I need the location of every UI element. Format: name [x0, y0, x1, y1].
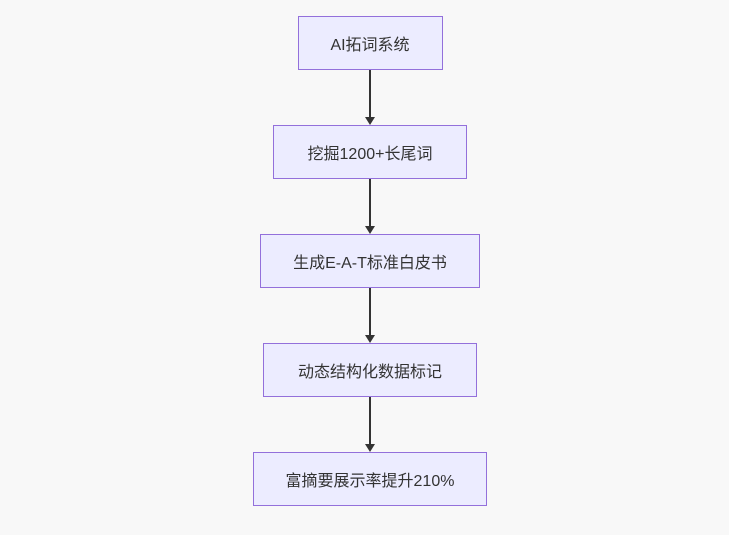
flow-node-eat-whitepaper: 生成E-A-T标准白皮书: [260, 234, 480, 288]
flow-node-structured-data: 动态结构化数据标记: [263, 343, 477, 397]
flow-node-label: 生成E-A-T标准白皮书: [293, 255, 447, 272]
arrow-line: [369, 179, 371, 226]
flow-node-label: 富摘要展示率提升210%: [285, 473, 455, 490]
flow-node-label: 动态结构化数据标记: [297, 364, 442, 381]
flow-arrow: [365, 288, 375, 343]
flow-arrow: [365, 70, 375, 125]
flow-node-ai-word-system: AI拓词系统: [297, 16, 443, 70]
flow-node-rich-snippet-rate: 富摘要展示率提升210%: [253, 452, 487, 506]
flow-node-label: 挖掘1200+长尾词: [307, 146, 433, 163]
arrow-line: [369, 288, 371, 335]
arrow-head-icon: [365, 444, 375, 452]
arrow-line: [369, 397, 371, 444]
arrow-head-icon: [365, 226, 375, 234]
arrow-head-icon: [365, 117, 375, 125]
flow-arrow: [365, 397, 375, 452]
flow-node-longtail-mining: 挖掘1200+长尾词: [273, 125, 467, 179]
arrow-head-icon: [365, 335, 375, 343]
arrow-line: [369, 70, 371, 117]
flowchart: AI拓词系统 挖掘1200+长尾词 生成E-A-T标准白皮书 动态结构化数据标记: [253, 16, 487, 506]
flow-node-label: AI拓词系统: [330, 37, 410, 54]
flow-arrow: [365, 179, 375, 234]
